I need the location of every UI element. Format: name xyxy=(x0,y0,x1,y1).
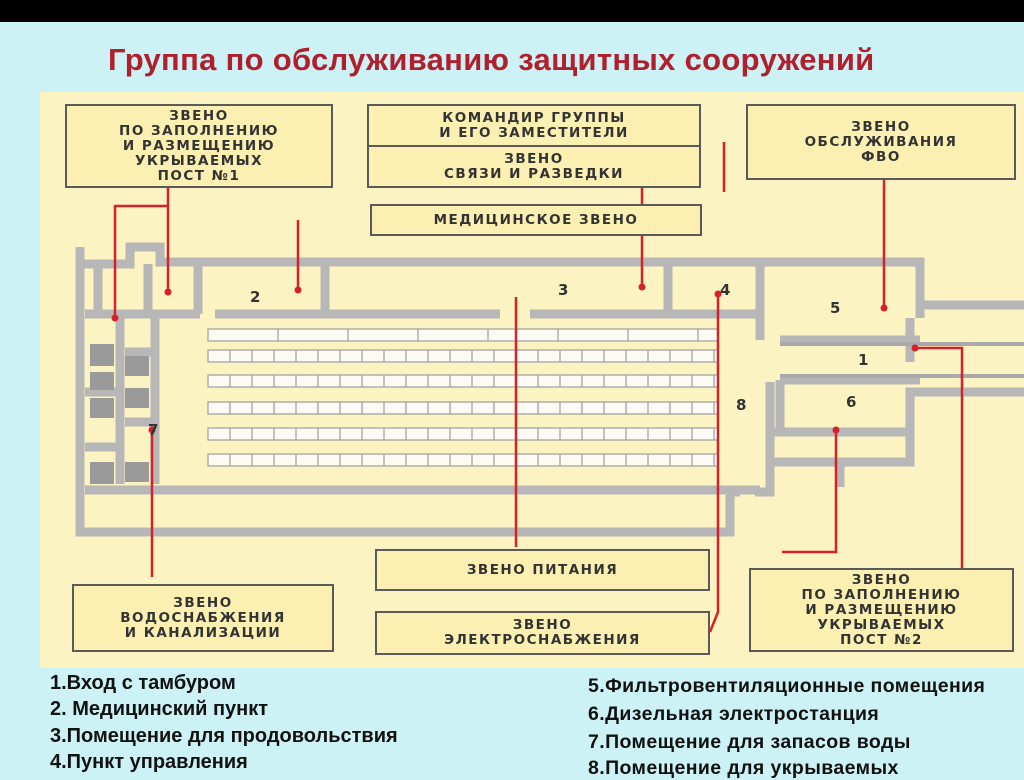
legend-item-7: 7.Помещение для запасов воды xyxy=(588,731,911,753)
bench-row xyxy=(207,427,719,441)
box-comms: ЗВЕНО СВЯЗИ И РАЗВЕДКИ xyxy=(369,145,699,186)
box-fill-post-1-line-2: ПО ЗАПОЛНЕНИЮ xyxy=(119,122,279,139)
wc-fixtures xyxy=(90,344,149,484)
box-power-line-2: ЭЛЕКТРОСНАБЖЕНИЯ xyxy=(444,632,641,648)
box-fill-post-1-line-3: И РАЗМЕЩЕНИЮ xyxy=(122,137,276,154)
box-fvo-line-2: ОБСЛУЖИВАНИЯ xyxy=(804,133,958,150)
box-commander: КОМАНДИР ГРУППЫ И ЕГО ЗАМЕСТИТЕЛИ xyxy=(369,106,699,145)
box-commander-comms: КОМАНДИР ГРУППЫ И ЕГО ЗАМЕСТИТЕЛИ ЗВЕНО … xyxy=(367,104,701,188)
box-fill-post-2: ЗВЕНО ПО ЗАПОЛНЕНИЮ И РАЗМЕЩЕНИЮ УКРЫВАЕ… xyxy=(749,568,1014,652)
box-fill-post-2-line-4: УКРЫВАЕМЫХ xyxy=(817,616,946,633)
box-fvo-line-3: ФВО xyxy=(861,148,901,165)
legend-item-4: 4.Пункт управления xyxy=(50,751,248,773)
box-medical-line-1: МЕДИЦИНСКОЕ ЗВЕНО xyxy=(433,211,639,228)
room-number-3: 3 xyxy=(558,281,569,299)
legend-item-1: 1.Вход с тамбуром xyxy=(50,672,236,694)
room-number-1: 1 xyxy=(858,351,869,369)
box-commander-line-1: КОМАНДИР ГРУППЫ xyxy=(442,109,626,126)
box-comms-line-1: ЗВЕНО xyxy=(504,150,564,167)
box-comms-line-2: СВЯЗИ И РАЗВЕДКИ xyxy=(444,165,624,182)
box-fill-post-1-line-5: ПОСТ №1 xyxy=(157,167,241,184)
legend-item-8: 8.Помещение для укрываемых xyxy=(588,757,899,779)
box-fill-post-2-line-1: ЗВЕНО xyxy=(851,571,912,588)
legend-item-3: 3.Помещение для продовольствия xyxy=(50,725,398,747)
box-food: ЗВЕНО ПИТАНИЯ xyxy=(375,549,710,591)
legend-item-2: 2. Медицинский пункт xyxy=(50,698,269,720)
room-number-8: 8 xyxy=(736,396,747,414)
legend-item-5: 5.Фильтровентиляционные помещения xyxy=(588,675,986,697)
shelter-walls xyxy=(75,242,1024,537)
box-fill-post-2-line-2: ПО ЗАПОЛНЕНИЮ xyxy=(801,586,962,603)
bench-row xyxy=(207,453,719,467)
room-number-4: 4 xyxy=(720,281,731,299)
legend-item-6: 6.Дизельная электростанция xyxy=(588,703,880,725)
box-fill-post-1-line-1: ЗВЕНО xyxy=(169,107,229,124)
box-fill-post-2-line-5: ПОСТ №2 xyxy=(840,631,923,648)
box-commander-line-2: И ЕГО ЗАМЕСТИТЕЛИ xyxy=(439,124,629,141)
slide-title: Группа по обслуживанию защитных сооружен… xyxy=(108,42,875,77)
floor-plan-drawing xyxy=(75,142,1024,633)
room-number-5: 5 xyxy=(830,299,841,317)
bench-rows xyxy=(207,328,719,467)
entrance-tunnel xyxy=(780,342,1024,378)
floor-plan: ЗВЕНО ПО ЗАПОЛНЕНИЮ И РАЗМЕЩЕНИЮ УКРЫВАЕ… xyxy=(40,92,1024,668)
box-fill-post-1-line-4: УКРЫВАЕМЫХ xyxy=(134,152,264,169)
box-power-line-1: ЗВЕНО xyxy=(512,617,573,633)
bench-row xyxy=(207,349,719,363)
bench-row xyxy=(207,374,719,388)
box-medical: МЕДИЦИНСКОЕ ЗВЕНО xyxy=(370,204,702,236)
box-fill-post-1: ЗВЕНО ПО ЗАПОЛНЕНИЮ И РАЗМЕЩЕНИЮ УКРЫВАЕ… xyxy=(65,104,333,188)
box-power: ЗВЕНО ЭЛЕКТРОСНАБЖЕНИЯ xyxy=(375,611,710,655)
box-water-line-2: ВОДОСНАБЖЕНИЯ xyxy=(120,609,286,626)
box-fvo: ЗВЕНО ОБСЛУЖИВАНИЯ ФВО xyxy=(746,104,1016,180)
room-number-7: 7 xyxy=(148,421,159,439)
bench-row xyxy=(207,328,719,342)
connector-endpoints xyxy=(111,283,919,434)
room-number-6: 6 xyxy=(846,393,857,411)
box-fvo-line-1: ЗВЕНО xyxy=(851,118,911,135)
box-water-line-3: И КАНАЛИЗАЦИИ xyxy=(124,624,282,641)
box-water-line-1: ЗВЕНО xyxy=(173,594,233,611)
top-bar xyxy=(0,0,1024,22)
bench-row xyxy=(207,401,719,415)
connector-lines xyxy=(113,142,964,633)
box-fill-post-2-line-3: И РАЗМЕЩЕНИЮ xyxy=(805,601,958,618)
room-number-2: 2 xyxy=(250,288,261,306)
box-food-line-1: ЗВЕНО ПИТАНИЯ xyxy=(466,561,619,578)
box-water: ЗВЕНО ВОДОСНАБЖЕНИЯ И КАНАЛИЗАЦИИ xyxy=(72,584,334,652)
